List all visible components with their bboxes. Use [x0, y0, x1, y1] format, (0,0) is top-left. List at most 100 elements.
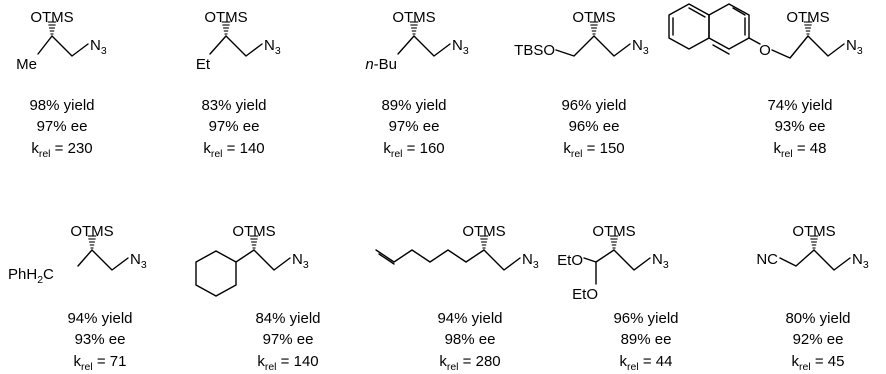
substituent-label: Me — [16, 56, 37, 73]
compound-9: OTMS N3 EtO EtO — [557, 223, 669, 303]
azide-label: N3 — [632, 37, 649, 57]
ee-label: 97% ee — [37, 118, 88, 135]
result-7: 84% yield 97% ee krel = 140 — [255, 310, 320, 373]
naphthalene-ring — [668, 3, 750, 55]
azide-label: N3 — [264, 37, 281, 57]
core-skeleton — [88, 236, 128, 270]
azide-label: N3 — [90, 37, 107, 57]
bond — [748, 37, 761, 45]
result-6: 94% yield 93% ee krel = 71 — [67, 310, 132, 373]
yield-label: 80% yield — [785, 310, 850, 327]
ee-label: 93% ee — [75, 331, 126, 348]
ether-oxygen-label: O — [759, 42, 771, 59]
azide-label: N3 — [846, 37, 863, 57]
azide-label: N3 — [852, 251, 869, 271]
krel-label: krel = 150 — [563, 140, 624, 160]
acetal-bottom-label: EtO — [572, 286, 598, 303]
ee-label: 96% ee — [569, 118, 620, 135]
core-skeleton — [480, 236, 520, 270]
compound-3: OTMS N3 n-Bu — [365, 9, 469, 73]
result-2: 83% yield 97% ee krel = 140 — [201, 97, 266, 160]
bond — [235, 249, 255, 263]
bond — [77, 249, 93, 267]
azide-label: N3 — [452, 37, 469, 57]
otms-label: OTMS — [232, 223, 275, 240]
otms-label: OTMS — [572, 9, 615, 26]
yield-label: 96% yield — [613, 310, 678, 327]
substituent-label: PhH2C — [8, 266, 54, 286]
result-5: 74% yield 93% ee krel = 48 — [767, 97, 832, 160]
substituent-label: NC — [756, 251, 778, 268]
substituent-label: n-Bu — [365, 56, 397, 73]
krel-label: krel = 160 — [383, 140, 444, 160]
bond — [397, 35, 415, 55]
results-row-1: 98% yield 97% ee krel = 230 83% yield 97… — [29, 97, 832, 160]
compound-10: OTMS N3 NC — [756, 223, 869, 271]
bond — [583, 257, 597, 263]
cyclohexane-ring — [195, 250, 237, 297]
result-8: 94% yield 98% ee krel = 280 — [437, 310, 502, 373]
otms-label: OTMS — [204, 9, 247, 26]
azide-label: N3 — [652, 251, 669, 271]
result-9: 96% yield 89% ee krel = 44 — [613, 310, 678, 373]
bond — [37, 35, 53, 55]
core-skeleton — [250, 236, 290, 270]
yield-label: 84% yield — [255, 310, 320, 327]
bond — [771, 35, 809, 59]
compound-7: OTMS N3 — [195, 223, 309, 297]
krel-label: krel = 48 — [774, 140, 827, 160]
core-skeleton — [590, 22, 630, 56]
azide-label: N3 — [130, 251, 147, 271]
compound-4: OTMS N3 TBSO — [514, 9, 649, 59]
otms-label: OTMS — [70, 223, 113, 240]
azide-label: N3 — [522, 251, 539, 271]
ee-label: 97% ee — [263, 331, 314, 348]
yield-label: 83% yield — [201, 97, 266, 114]
krel-label: krel = 71 — [74, 353, 127, 373]
ee-label: 97% ee — [209, 118, 260, 135]
core-skeleton — [410, 22, 450, 56]
bond — [209, 35, 227, 55]
core-skeleton — [222, 22, 262, 56]
ee-label: 97% ee — [389, 118, 440, 135]
alkyl-chain — [375, 249, 485, 263]
result-3: 89% yield 97% ee krel = 160 — [381, 97, 446, 160]
otms-label: OTMS — [462, 223, 505, 240]
bond — [595, 249, 615, 285]
azide-label: N3 — [292, 251, 309, 271]
core-skeleton — [610, 236, 650, 270]
yield-label: 94% yield — [437, 310, 502, 327]
core-skeleton — [810, 236, 850, 270]
ee-label: 93% ee — [775, 118, 826, 135]
double-bond — [378, 253, 395, 265]
otms-label: OTMS — [30, 9, 73, 26]
yield-label: 98% yield — [29, 97, 94, 114]
ee-label: 98% ee — [445, 331, 496, 348]
bond — [779, 249, 815, 267]
krel-label: krel = 230 — [31, 140, 92, 160]
acetal-top-label: EtO — [557, 252, 583, 269]
yield-label: 74% yield — [767, 97, 832, 114]
bond — [555, 35, 595, 57]
yield-label: 89% yield — [381, 97, 446, 114]
otms-label: OTMS — [392, 9, 435, 26]
otms-label: OTMS — [786, 9, 829, 26]
compound-1: OTMS N3 Me — [16, 9, 107, 73]
compound-2: OTMS N3 Et — [196, 9, 281, 73]
compound-5: O OTMS N3 — [668, 3, 863, 59]
krel-label: krel = 140 — [203, 140, 264, 160]
yield-label: 94% yield — [67, 310, 132, 327]
substituent-label: Et — [196, 56, 211, 73]
krel-label: krel = 140 — [257, 353, 318, 373]
result-4: 96% yield 96% ee krel = 150 — [561, 97, 626, 160]
otms-label: OTMS — [792, 223, 835, 240]
krel-label: krel = 45 — [792, 353, 845, 373]
result-10: 80% yield 92% ee krel = 45 — [785, 310, 850, 373]
ee-label: 92% ee — [793, 331, 844, 348]
results-row-2: 94% yield 93% ee krel = 71 84% yield 97%… — [67, 310, 850, 373]
compound-8: OTMS N3 — [375, 223, 539, 271]
core-skeleton — [804, 22, 844, 56]
otms-label: OTMS — [592, 223, 635, 240]
core-skeleton — [48, 22, 88, 56]
